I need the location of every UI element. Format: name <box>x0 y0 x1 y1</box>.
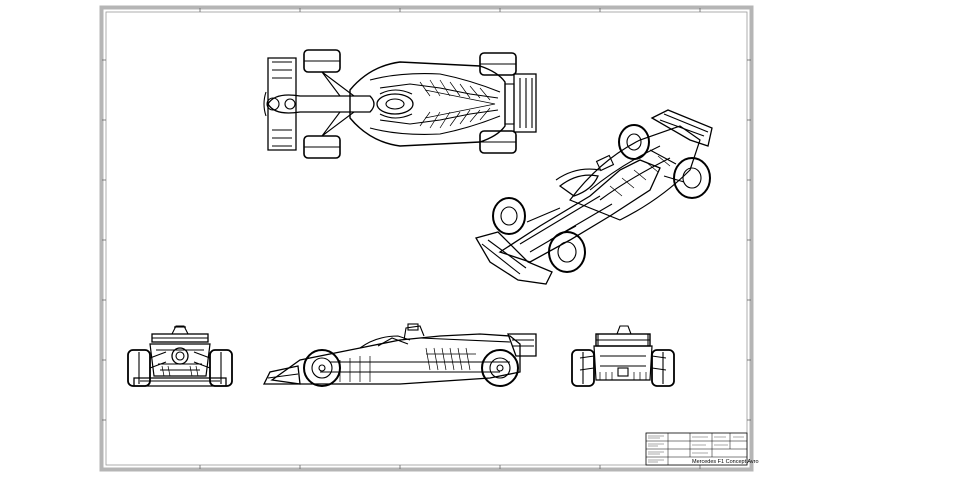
title-block-fine-lines <box>648 435 744 463</box>
zone-markers <box>102 8 751 469</box>
rear-view <box>571 325 675 387</box>
side-view <box>262 323 537 387</box>
top-view <box>263 49 537 159</box>
drawing-title: Mercedes F1 Concept Avro <box>692 459 759 465</box>
title-block-grid <box>646 433 747 465</box>
front-view <box>127 325 233 387</box>
sheet-border <box>99 5 754 472</box>
isometric-view <box>475 109 713 285</box>
title-block: Mercedes F1 Concept Avro <box>645 432 759 466</box>
